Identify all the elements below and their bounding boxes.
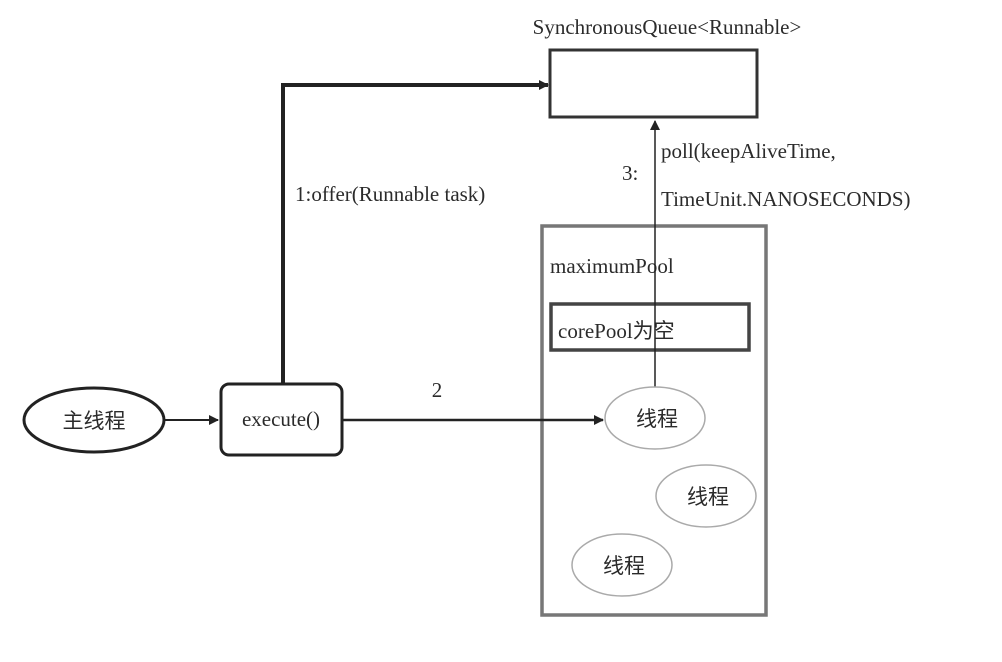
synchronous-queue-box: [548, 48, 759, 119]
offer-arrow: [281, 80, 549, 383]
execute-node: [219, 382, 344, 457]
dispatch-label: 2: [432, 378, 443, 402]
main-thread-node: [22, 386, 166, 454]
poll-label-line1: poll(keepAliveTime,: [661, 139, 836, 163]
core-pool-label: corePool为空: [558, 319, 675, 343]
queue-title: SynchronousQueue<Runnable>: [533, 15, 802, 39]
poll-label-line2: TimeUnit.NANOSECONDS): [661, 187, 911, 211]
thread-label-3: 线程: [603, 554, 645, 578]
thread-node-3: [571, 533, 673, 597]
core-pool-box: [549, 302, 751, 352]
thread-label-1: 线程: [636, 407, 678, 431]
maximum-pool-label: maximumPool: [550, 254, 674, 278]
offer-label: 1:offer(Runnable task): [295, 182, 485, 206]
execute-label: execute(): [242, 407, 320, 431]
poll-step-label: 3:: [622, 161, 638, 185]
thread-node-1: [604, 386, 706, 450]
thread-node-2: [655, 464, 757, 528]
main-thread-label: 主线程: [63, 409, 126, 433]
thread-label-2: 线程: [687, 485, 729, 509]
